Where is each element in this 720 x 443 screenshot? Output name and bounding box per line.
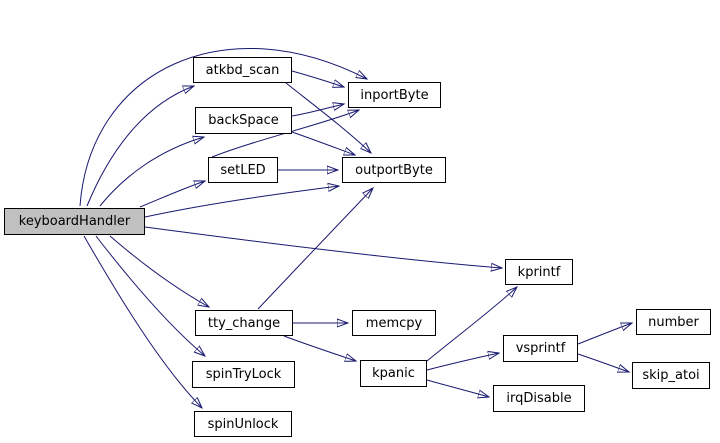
edge-kpanic-to-vsprintf xyxy=(426,353,499,371)
edge-keyboardHandler-to-backSpace xyxy=(99,137,204,207)
node-memcpy[interactable]: memcpy xyxy=(352,310,436,336)
node-vsprintf[interactable]: vsprintf xyxy=(503,335,578,362)
edge-tty_change-to-kpanic xyxy=(283,335,356,361)
edge-keyboardHandler-to-inportByte xyxy=(79,48,367,207)
edge-atkbd_scan-to-outportByte xyxy=(285,82,371,153)
node-kpanic[interactable]: kpanic xyxy=(360,360,427,387)
node-outportByte[interactable]: outportByte xyxy=(342,157,446,183)
node-number[interactable]: number xyxy=(636,309,711,335)
edge-keyboardHandler-to-tty_change xyxy=(109,235,209,307)
edge-vsprintf-to-skip_atoi xyxy=(577,353,629,372)
edge-kpanic-to-kprintf xyxy=(426,287,517,362)
node-backSpace[interactable]: backSpace xyxy=(195,107,292,134)
node-skip_atoi[interactable]: skip_atoi xyxy=(632,362,710,389)
edge-keyboardHandler-to-spinUnlock xyxy=(83,235,202,408)
node-setLED[interactable]: setLED xyxy=(208,157,278,183)
node-inportByte[interactable]: inportByte xyxy=(348,82,441,108)
edge-keyboardHandler-to-kprintf xyxy=(144,226,502,268)
node-atkbd_scan[interactable]: atkbd_scan xyxy=(193,57,292,83)
node-spinUnlock[interactable]: spinUnlock xyxy=(194,411,292,437)
node-tty_change[interactable]: tty_change xyxy=(195,310,293,336)
node-irqDisable[interactable]: irqDisable xyxy=(493,385,585,412)
edge-vsprintf-to-number xyxy=(577,323,632,345)
edge-atkbd_scan-to-inportByte xyxy=(291,70,344,87)
node-kprintf[interactable]: kprintf xyxy=(505,259,573,285)
edge-keyboardHandler-to-outportByte xyxy=(144,186,339,218)
edge-backSpace-to-outportByte xyxy=(291,131,355,155)
edge-backSpace-to-inportByte xyxy=(291,104,344,117)
edge-keyboardHandler-to-atkbd_scan xyxy=(86,86,194,207)
node-spinTryLock[interactable]: spinTryLock xyxy=(192,361,295,388)
node-keyboardHandler[interactable]: keyboardHandler xyxy=(4,208,145,235)
edge-tty_change-to-outportByte xyxy=(257,188,373,310)
edge-keyboardHandler-to-setLED xyxy=(139,181,205,208)
edge-kpanic-to-irqDisable xyxy=(426,379,489,397)
edge-keyboardHandler-to-spinTryLock xyxy=(95,235,205,356)
